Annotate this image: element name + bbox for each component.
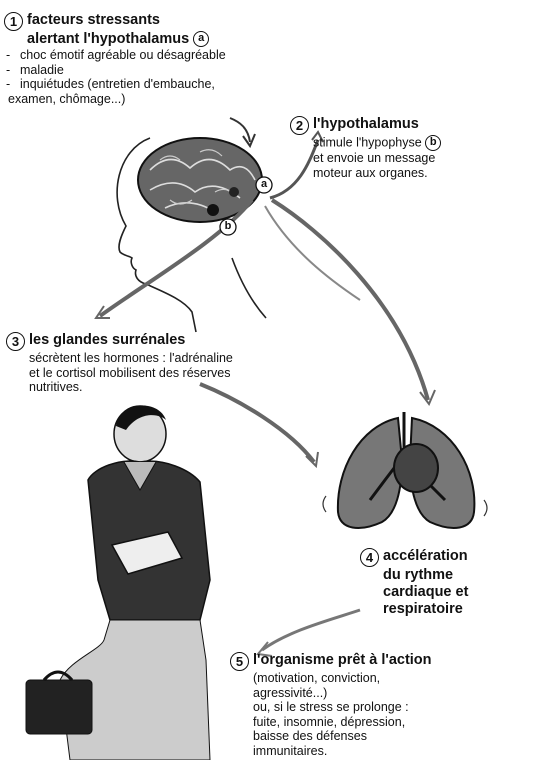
step4-line: du rythme [360, 567, 535, 584]
step1-bullet: maladie [4, 63, 364, 78]
arrow-to-step5 [262, 610, 360, 650]
step4-number: 4 [360, 548, 379, 567]
step2-text-line1: stimule l'hypophyse [313, 135, 422, 149]
step2-text-line2: et envoie un message [290, 151, 530, 166]
step1-bullet-list: choc émotif agréable ou désagréable mala… [4, 48, 364, 92]
step3-text-line: et le cortisol mobilisent des réserves [6, 366, 376, 381]
hypophyse-dot [207, 204, 219, 216]
step2-marker-b: b [425, 135, 441, 151]
step5-text-line: baisse des défenses [230, 729, 535, 744]
step1-bullet-continuation: examen, chômage...) [4, 92, 364, 107]
step2-title: l'hypothalamus [313, 116, 419, 132]
step1-bullet: choc émotif agréable ou désagréable [4, 48, 364, 63]
step5-text-line: immunitaires. [230, 744, 535, 759]
briefcase-illustration [26, 680, 92, 734]
step1-title-line2: alertant l'hypothalamus [27, 31, 189, 47]
step5-title: l'organisme prêt à l'action [253, 652, 432, 668]
step4-line: cardiaque et [360, 584, 535, 601]
step4-line: accélération [383, 548, 468, 564]
heart-illustration [394, 444, 438, 492]
step5-number: 5 [230, 652, 249, 671]
step2-text-line3: moteur aux organes. [290, 166, 530, 181]
arrow-glands-to-lungs [200, 384, 314, 462]
brain-label-a: a [259, 178, 269, 190]
hypothalamus-dot [229, 187, 239, 197]
step5-text-line: fuite, insomnie, dépression, [230, 715, 535, 730]
step3-text-line: nutritives. [6, 380, 376, 395]
arrow-step1 [230, 118, 250, 142]
step5-text-line: ou, si le stress se prolonge : [230, 700, 535, 715]
lungs-illustration [338, 412, 475, 528]
step3-text-line: sécrètent les hormones : l'adrénaline [6, 351, 376, 366]
step5-text-line: agressivité...) [230, 686, 535, 701]
step2-number: 2 [290, 116, 309, 135]
step5-text-line: (motivation, conviction, [230, 671, 535, 686]
step1-marker-a: a [193, 31, 209, 47]
step1-number: 1 [4, 12, 23, 31]
step3-title: les glandes surrénales [29, 332, 185, 348]
step3-number: 3 [6, 332, 25, 351]
step1-title-line1: facteurs stressants [27, 12, 160, 28]
step1-bullet: inquiétudes (entretien d'embauche, [4, 77, 364, 92]
brain-label-b: b [223, 220, 233, 232]
step4-line: respiratoire [360, 601, 535, 618]
person-illustration [26, 406, 210, 760]
